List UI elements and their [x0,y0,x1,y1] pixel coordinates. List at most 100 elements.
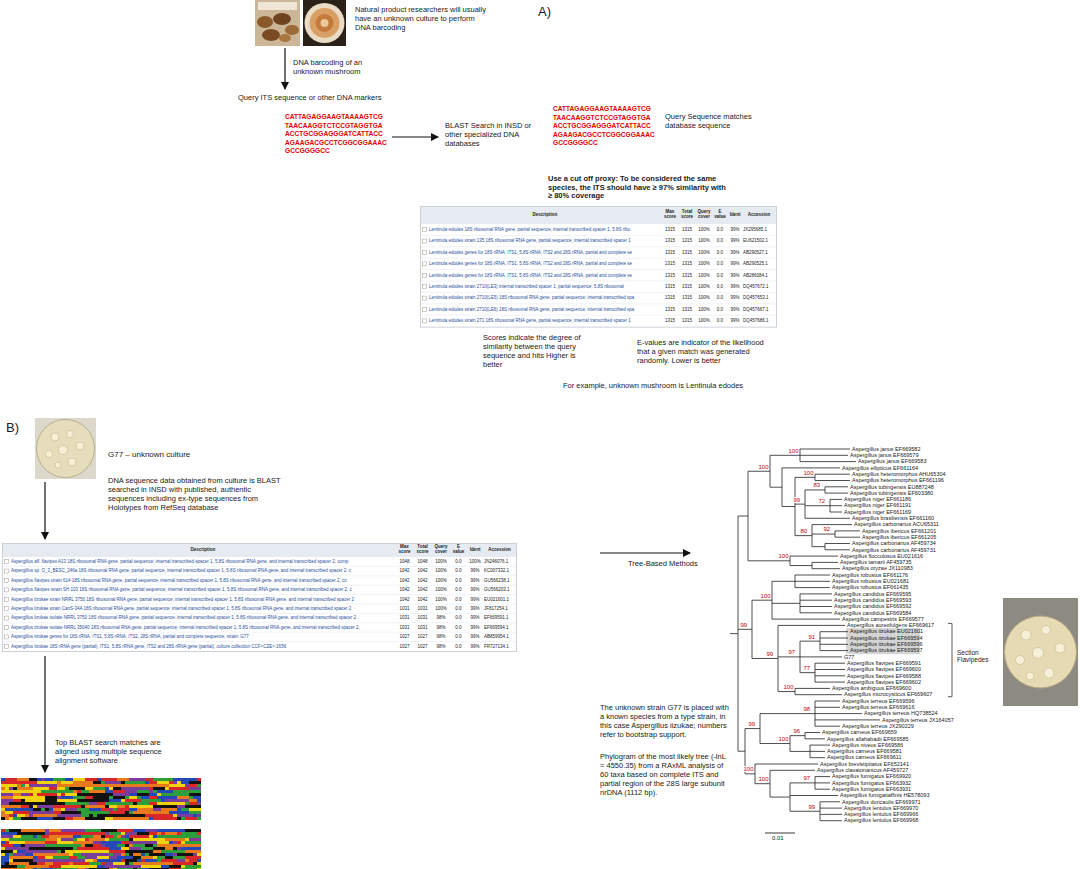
alignment-cell [121,832,125,835]
alignment-cell [153,859,157,862]
alignment-cell [129,862,133,865]
alignment-cell [165,802,169,805]
tree-branch [800,593,832,594]
alignment-cell [193,868,197,869]
alignment-cell [97,811,101,814]
hit-description: Aspergillus iizukae isolate NRRL 3750 18… [11,615,395,620]
alignment-cell [121,799,125,802]
alignment-cell [137,790,141,793]
alignment-cell [121,802,125,805]
alignment-cell [153,841,157,844]
alignment-cell [133,781,137,784]
alignment-cell [125,811,129,814]
tree-branch [810,757,825,758]
alignment-cell [17,859,21,862]
alignment-cell [141,868,145,869]
alignment-cell [181,865,185,868]
alignment-cell [49,805,53,808]
alignment-cell [121,841,125,844]
alignment-cell [73,829,77,832]
flow-arrow [284,48,285,89]
hit-description: Lentinula edodes genes for 18S rRNA, ITS… [429,250,661,255]
table-cell: 99% [728,250,742,255]
mushroom-bag-photo [279,34,291,42]
alignment-cell [1,853,5,856]
alignment-cell [117,814,121,817]
bootstrap-value: 97 [788,649,796,655]
alignment-cell [121,862,125,865]
alignment-cell [165,829,169,832]
tree-branch [815,789,830,790]
alignment-cell [141,835,145,838]
alignment-cell [169,778,173,781]
taxon-label: Aspergillus flavipes EF669588 [847,673,921,680]
alignment-cell [117,790,121,793]
table-frame [421,207,777,328]
alignment-cell [81,817,85,820]
alignment-cell [185,796,189,799]
alignment-cell [129,844,133,847]
alignment-cell [161,847,165,850]
row-rule [421,303,776,304]
alignment-cell [65,784,69,787]
alignment-cell [37,859,41,862]
alignment-cell [13,799,17,802]
alignment-cell [25,808,29,811]
alignment-cell [1,814,5,817]
alignment-cell [65,838,69,841]
taxon-label: Aspergillus ambiguus EF669600 [832,685,911,692]
row-checkbox [423,239,427,243]
table-cell: 1031 [414,625,431,630]
alignment-cell [5,802,9,805]
section-bracket [952,623,953,696]
alignment-cell [161,784,165,787]
alignment-cell [189,868,193,869]
alignment-cell [145,796,149,799]
alignment-cell [81,805,85,808]
tree-branch [795,535,812,536]
alignment-cell [57,862,61,865]
alignment-cell [9,850,13,853]
alignment-cell [173,787,177,790]
alignment-cell [109,847,113,850]
alignment-cell [41,781,45,784]
alignment-cell [77,799,81,802]
tree-branch [795,587,830,588]
alignment-cell [133,793,137,796]
row-checkbox [5,635,9,639]
alignment-cell [185,811,189,814]
alignment-cell [29,814,33,817]
alignment-cell [21,811,25,814]
alignment-cell [25,856,29,859]
alignment-cell [129,808,133,811]
alignment-cell [69,865,73,868]
alignment-cell [177,784,181,787]
alignment-cell [185,793,189,796]
alignment-cell [101,844,105,847]
alignment-cell [165,868,169,869]
tree-branch [790,735,805,736]
alignment-cell [177,790,181,793]
table-cell: JX295685.1 [743,227,775,232]
alignment-cell [73,868,77,869]
alignment-cell [53,781,57,784]
alignment-cell [189,847,193,850]
alignment-cell [113,853,117,856]
alignment-cell [177,841,181,844]
alignment-cell [77,787,81,790]
table-cell: 0.0 [713,318,727,323]
alignment-cell [129,778,133,781]
alignment-cell [165,847,169,850]
bootstrap-value: 83 [813,482,821,488]
alignment-cell [33,811,37,814]
alignment-cell [161,850,165,853]
table-cell: DQ457653.1 [743,295,775,300]
alignment-cell [113,805,117,808]
bootstrap-value: 100 [758,776,769,782]
alignment-cell [57,796,61,799]
hit-description: Aspergillus iizukae strain NRRL 3750 18S… [11,597,395,602]
alignment-cell [165,781,169,784]
alignment-cell [173,832,177,835]
alignment-cell [69,832,73,835]
alignment-cell [69,805,73,808]
